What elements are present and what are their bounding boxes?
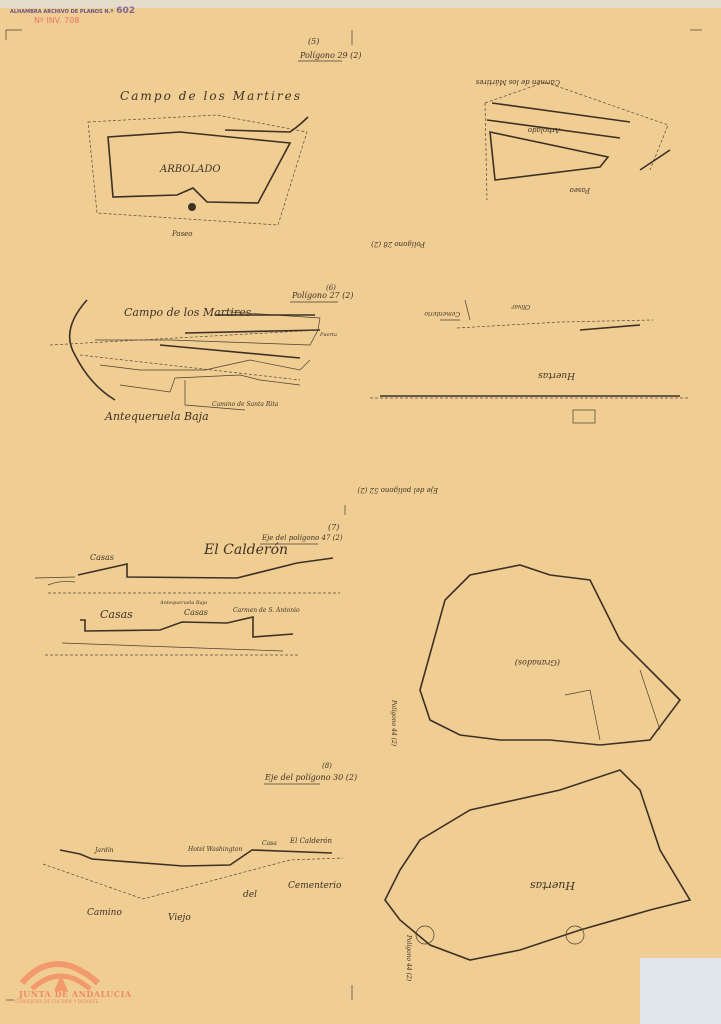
archive-stamp-text: ALHAMBRA ARCHIVO DE PLANOS N.º: [10, 9, 114, 15]
place-label: Camino: [87, 908, 122, 918]
panel-poligono-44-a: (Granados) Polígono 44 (2): [390, 564, 682, 747]
place-label: Viejo: [168, 913, 191, 923]
panel-poligono-29: (5) Polígono 29 (2) Campo de los Martire…: [87, 37, 362, 238]
place-label: (Granados): [515, 658, 560, 667]
scan-edge: [0, 0, 721, 8]
place-label: Casas: [100, 608, 133, 621]
polygon-label: Polígono 29 (2): [299, 51, 362, 60]
panel-poligono-28: Arbolado Paseo Carmen de los Mártires Po…: [371, 78, 671, 248]
place-label: Cementerio: [424, 310, 460, 317]
polygon-label: Eje del polígono 52 (2): [357, 486, 439, 494]
polygon-label: Polígono 44 (2): [390, 699, 397, 747]
panel-number: (6): [326, 284, 336, 292]
place-label: Olivar: [510, 303, 530, 310]
polygon-label: Polígono 44 (2): [405, 934, 412, 982]
panel-poligono-27: (6) Polígono 27 (2) Campo de los Martire…: [49, 284, 354, 423]
panel-number: (8): [322, 762, 332, 770]
place-label: Cementerio: [288, 881, 342, 891]
paseo-label: Paseo: [569, 186, 591, 194]
polygon-label: Polígono 27 (2): [291, 291, 354, 300]
area-label: ARBOLADO: [159, 164, 221, 175]
place-label: Carmen de los Mártires: [475, 78, 560, 86]
place-label: Carmen de S. Antonio: [233, 607, 300, 614]
place-label: Puerta: [319, 332, 337, 338]
polygon-label: Eje del polígono 30 (2): [264, 773, 357, 782]
place-label: Huertas: [530, 879, 576, 892]
panel-eje-47: (7) Eje del polígono 47 (2) El Calderón …: [34, 523, 343, 656]
panel-number: (5): [308, 37, 319, 46]
place-label: El Calderón: [289, 837, 333, 845]
place-label: Huertas: [538, 370, 576, 380]
place-label: Hotel Washington: [187, 846, 242, 853]
logo-subtitle: CONSEJERÍA DE CULTURA Y DEPORTE: [15, 1000, 99, 1005]
inventory-stamp: Nº INV. 708: [34, 16, 80, 25]
area-label: Arbolado: [528, 126, 561, 134]
place-label: Antequeruela Baja: [159, 600, 207, 606]
scan-background-patch: [640, 958, 721, 1024]
paseo-label: Paseo: [171, 230, 193, 238]
junta-andalucia-logo-icon: [19, 961, 100, 991]
place-label: del: [243, 890, 257, 900]
place-label: Camino de Santa Rita: [212, 401, 279, 408]
place-label: Antequeruela Baja: [104, 410, 209, 423]
place-label: Casa: [262, 840, 277, 847]
panel-title: Campo de los Martires: [120, 89, 300, 103]
panel-eje-30: (8) Eje del polígono 30 (2) Jardín Hotel…: [42, 762, 357, 923]
polygon-label: Polígono 28 (2): [371, 240, 426, 248]
archive-number: 602: [116, 6, 136, 16]
panel-number: (7): [328, 523, 339, 532]
panel-eje-52: Huertas Olivar Cementerio Eje del polígo…: [357, 299, 690, 494]
place-label: Jardín: [93, 847, 114, 854]
crop-marks: [0, 29, 721, 1001]
panel-title: El Calderón: [203, 542, 288, 558]
place-label: Casas: [184, 608, 208, 617]
panel-poligono-44-b: Huertas Polígono 44 (2): [384, 769, 692, 982]
place-label: Casas: [90, 553, 114, 562]
logo-name: JUNTA DE ANDALUCIA: [19, 989, 132, 999]
polygon-label: Eje del polígono 47 (2): [261, 534, 343, 542]
